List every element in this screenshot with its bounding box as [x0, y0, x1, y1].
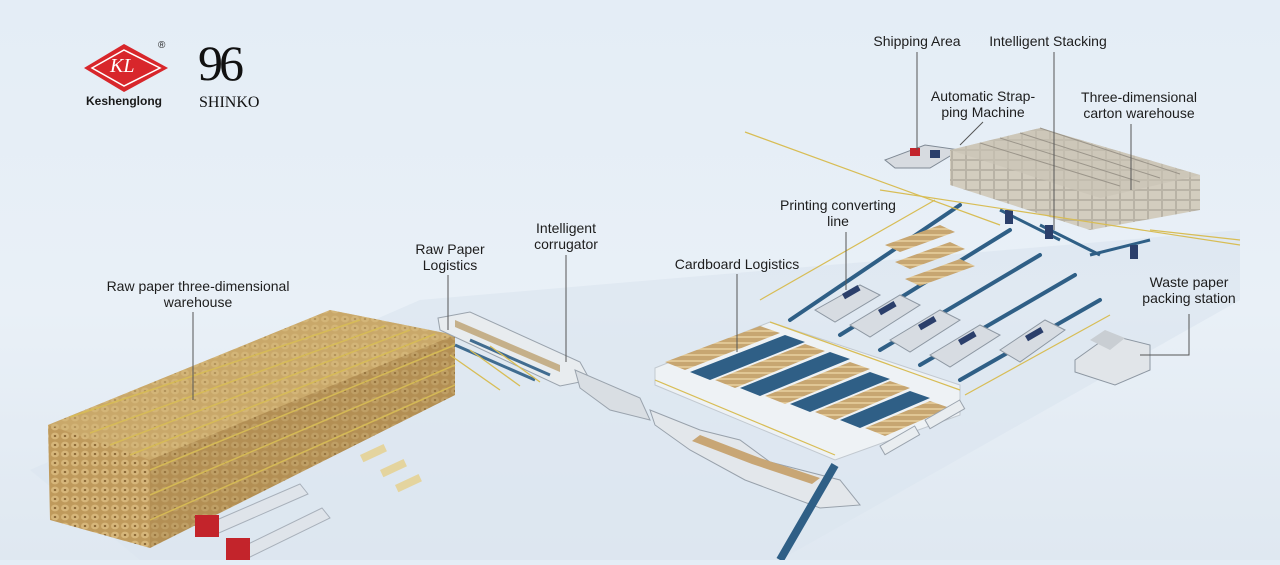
label-intelligent-corrugator: Intelligent corrugator — [534, 220, 598, 252]
printing-converting-lines — [759, 199, 1111, 456]
label-waste-paper-station: Waste paper packing station — [1142, 274, 1236, 306]
label-cardboard-logistics: Cardboard Logistics — [674, 256, 800, 272]
shinko-logo-mark: 96 — [198, 35, 244, 91]
shinko-logo: 96 SHINKO — [196, 35, 276, 114]
corrugator-line — [437, 311, 861, 509]
label-strapping-machine: Automatic Strap- ping Machine — [930, 88, 1036, 120]
label-shipping-area: Shipping Area — [873, 33, 961, 49]
callout-leader-lines — [192, 52, 1190, 400]
raw-paper-warehouse — [48, 310, 456, 548]
keshenglong-logo: KL ® Keshenglong — [82, 40, 172, 112]
label-raw-paper-warehouse: Raw paper three-dimensional warehouse — [106, 278, 290, 310]
registered-mark: ® — [158, 40, 166, 51]
waste-paper-station — [1074, 330, 1151, 386]
delivery-trucks — [195, 483, 331, 560]
label-carton-warehouse: Three-dimensional carton warehouse — [1081, 89, 1197, 121]
label-intelligent-stacking: Intelligent Stacking — [989, 33, 1107, 49]
cardboard-logistics-area — [654, 321, 961, 563]
label-raw-paper-logistics: Raw Paper Logistics — [415, 241, 485, 273]
keshenglong-diamond-icon — [84, 44, 168, 92]
keshenglong-logo-name: Keshenglong — [86, 94, 163, 108]
carton-warehouse — [744, 127, 1241, 259]
label-printing-line: Printing converting line — [780, 197, 896, 229]
keshenglong-logo-mark: KL — [110, 55, 135, 77]
shinko-logo-name: SHINKO — [199, 94, 260, 111]
